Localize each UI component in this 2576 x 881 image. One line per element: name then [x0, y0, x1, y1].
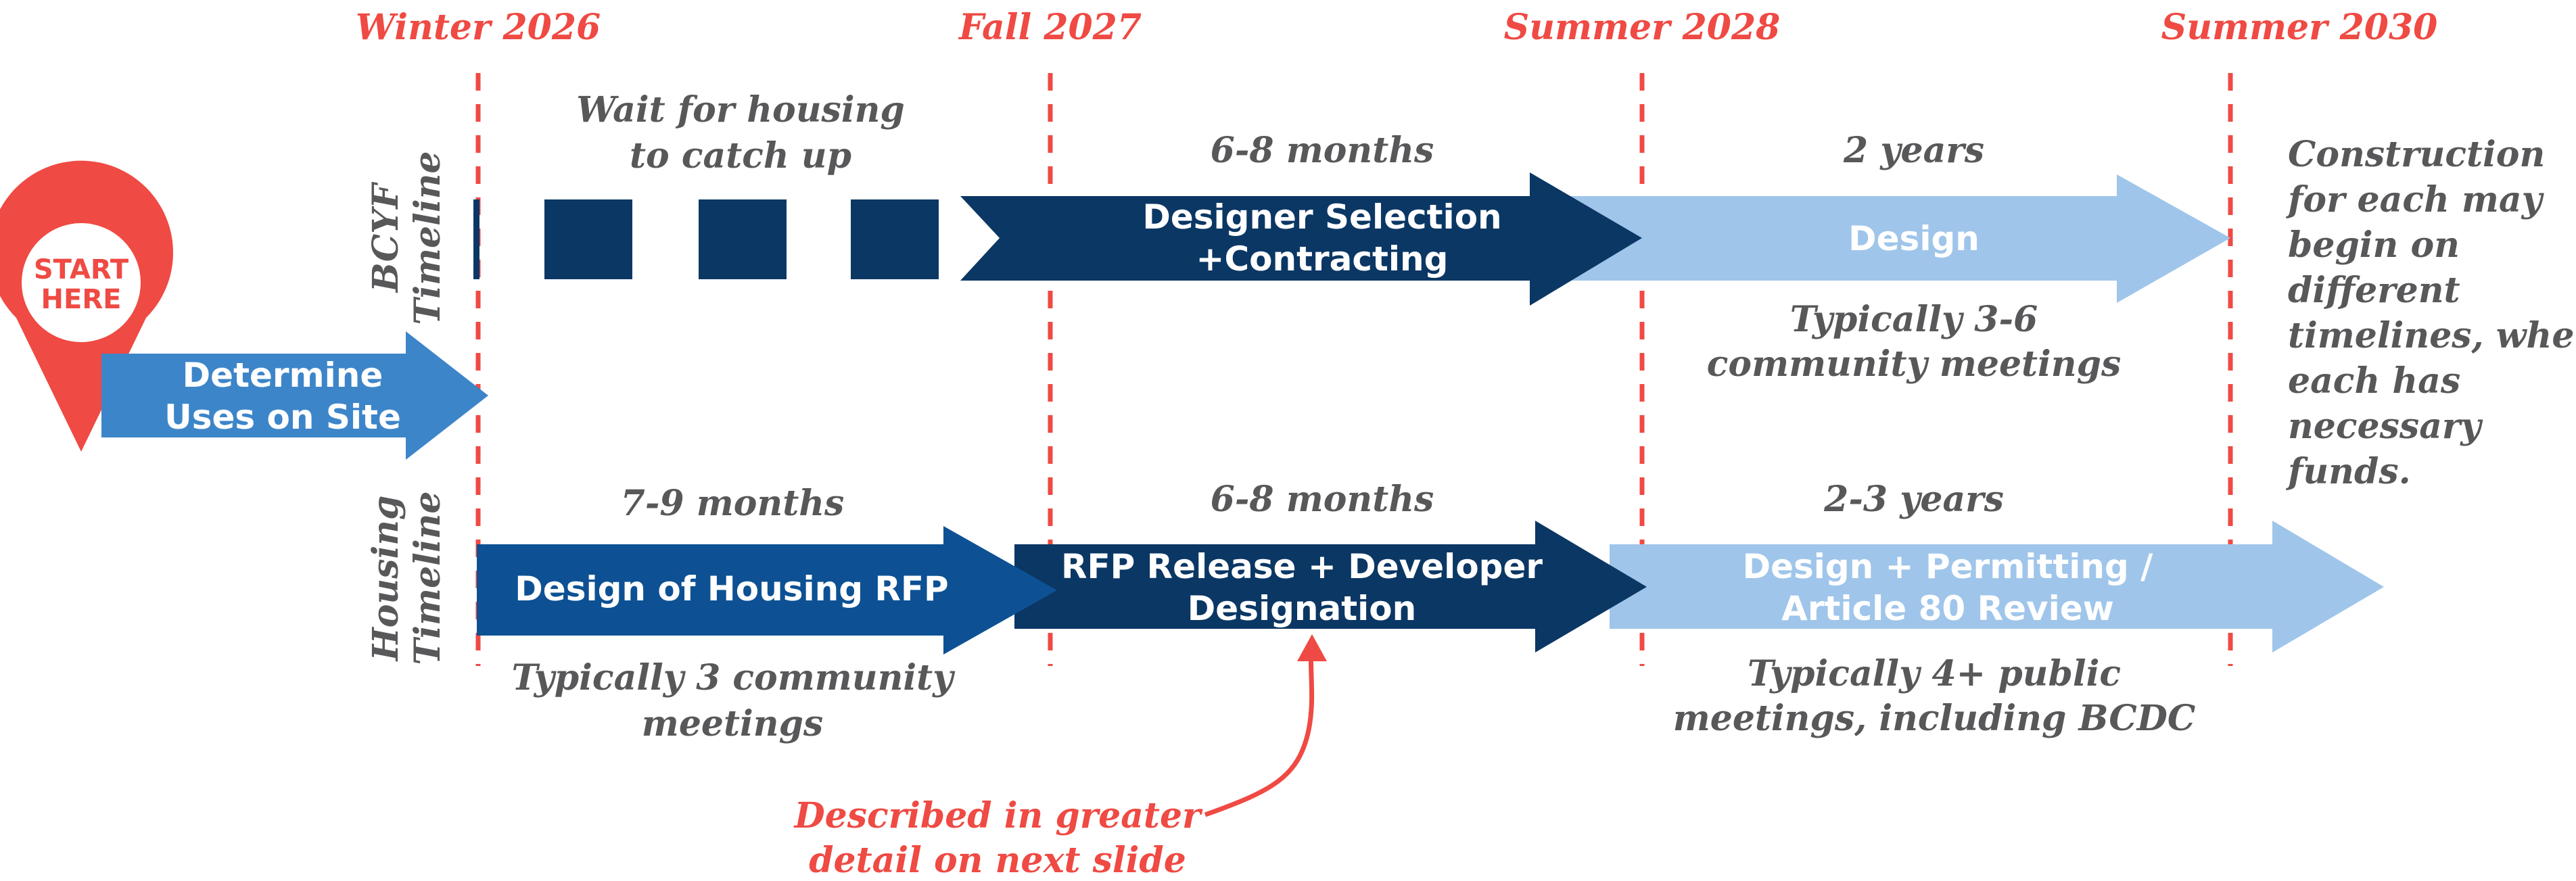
housing-rfp-design-arrow-shape — [477, 526, 1057, 654]
housing-permit-line1: Design + Permitting / — [1743, 547, 2154, 586]
bcyf-designer-line2: +Contracting — [1196, 239, 1449, 279]
bcyf-designer-arrow: Designer Selection +Contracting — [960, 172, 1642, 306]
construction-note-line: funds. — [2285, 451, 2411, 492]
housing-release-arrow-shape — [1014, 521, 1647, 652]
construction-note-line: begin on — [2288, 224, 2460, 266]
callout-line2: detail on next slide — [809, 840, 1186, 878]
milestone-label-fall-2027: Fall 2027 — [958, 7, 1142, 48]
start-pin: START HERE — [0, 160, 173, 452]
determine-line1: Determine — [183, 356, 383, 395]
milestone-label-summer-2028: Summer 2028 — [1504, 7, 1781, 48]
bcyf-designer-arrow-shape — [960, 172, 1642, 306]
callout-arrowhead — [1297, 634, 1327, 661]
housing-rfp-design-arrow: Design of Housing RFP — [477, 526, 1057, 654]
callout: Described in greater detail on next slid… — [793, 634, 1327, 881]
housing-label-line2: Timeline — [407, 492, 448, 665]
bcyf-label-line1: BCYF — [365, 182, 406, 293]
callout-line1: Described in greater — [793, 795, 1203, 836]
housing-release-arrow: RFP Release + Developer Designation — [1014, 521, 1647, 652]
determine-arrow-shape — [101, 331, 488, 460]
bcyf-row-label: BCYF Timeline — [365, 151, 448, 325]
construction-note-line: each has — [2288, 360, 2460, 402]
wait-block-2 — [544, 199, 632, 279]
housing-rfp-design-label: Design of Housing RFP — [515, 569, 948, 609]
wait-block-4 — [851, 199, 939, 279]
construction-note-line: for each may — [2285, 179, 2545, 220]
housing-permit-line2: Article 80 Review — [1781, 589, 2114, 628]
wait-block-1 — [473, 199, 479, 279]
callout-connector — [1204, 642, 1315, 817]
housing-permit-note-line1: Typically 4+ public — [1748, 653, 2121, 694]
housing-rfp-design-note-line2: meetings — [642, 703, 823, 744]
construction-note-line: timelines, when — [2288, 315, 2576, 356]
housing-row-label: Housing Timeline — [365, 492, 448, 665]
construction-note-line: Construction — [2288, 134, 2545, 175]
bcyf-design-label: Design — [1848, 219, 1980, 258]
construction-note: Construction for each may begin on diffe… — [2285, 134, 2576, 492]
housing-permit-duration: 2-3 years — [1823, 479, 2004, 520]
bcyf-wait-line2: to catch up — [630, 135, 851, 176]
bcyf-wait-line1: Wait for housing — [576, 89, 905, 130]
housing-permit-arrow-shape — [1610, 521, 2384, 652]
determine-line2: Uses on Site — [164, 398, 401, 437]
bcyf-design-arrow: Design — [1569, 174, 2230, 303]
milestone-label-summer-2030: Summer 2030 — [2161, 7, 2438, 48]
housing-rfp-design-duration: 7-9 months — [621, 483, 845, 524]
bcyf-design-note-line2: community meetings — [1707, 343, 2122, 385]
bcyf-design-note-line1: Typically 3-6 — [1790, 299, 2038, 340]
milestone-labels: Winter 2026 Fall 2027 Summer 2028 Summer… — [356, 7, 2438, 48]
wait-block-3 — [699, 199, 787, 279]
housing-permit-arrow: Design + Permitting / Article 80 Review — [1610, 521, 2384, 652]
housing-rfp-design-note-line1: Typically 3 community — [512, 657, 956, 698]
housing-release-line1: RFP Release + Developer — [1061, 547, 1543, 586]
start-pin-inner — [22, 223, 141, 342]
bcyf-label-line2: Timeline — [407, 151, 448, 325]
bcyf-wait-blocks — [473, 199, 939, 279]
start-pin-line2: HERE — [41, 284, 122, 315]
milestone-lines — [475, 73, 2233, 666]
housing-permit-note-line2: meetings, including BCDC — [1673, 698, 2196, 739]
housing-release-duration: 6-8 months — [1211, 479, 1434, 520]
construction-note-line: different — [2288, 270, 2460, 311]
bcyf-designer-duration: 6-8 months — [1211, 130, 1434, 171]
milestone-label-winter-2026: Winter 2026 — [356, 7, 601, 48]
housing-label-line1: Housing — [365, 496, 406, 663]
bcyf-design-arrow-shape — [1569, 174, 2230, 303]
determine-uses-arrow: Determine Uses on Site — [101, 331, 488, 460]
bcyf-designer-line1: Designer Selection — [1142, 197, 1501, 237]
bcyf-design-duration: 2 years — [1843, 130, 1984, 171]
start-pin-line1: START — [34, 254, 129, 285]
housing-release-line2: Designation — [1188, 589, 1416, 628]
construction-note-line: necessary — [2288, 406, 2483, 447]
